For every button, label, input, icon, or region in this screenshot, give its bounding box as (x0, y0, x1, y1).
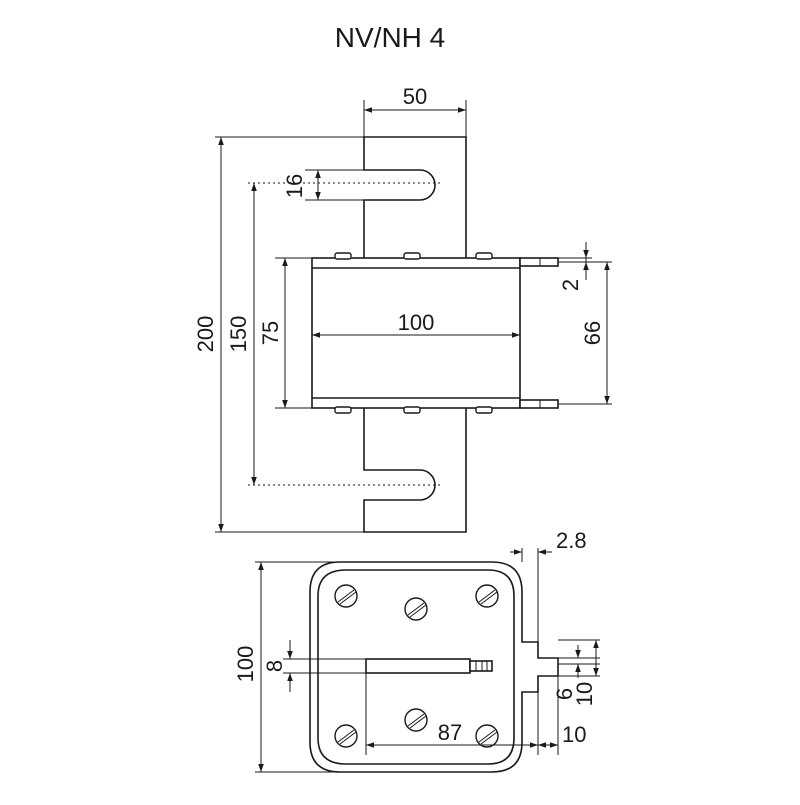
dim-bar-length: 87 (438, 720, 462, 745)
cap-inner (317, 569, 515, 765)
extension-lines (215, 100, 612, 533)
front-view: 50 16 200 150 75 100 2 66 (193, 84, 612, 533)
screw-bottom-3 (475, 406, 493, 414)
indicator-bar (365, 658, 471, 674)
screw-head-bc (404, 708, 428, 732)
dim-tag-thickness: 2.8 (556, 528, 587, 553)
indicator-tab-bottom (519, 399, 559, 409)
screw-bottom-1 (334, 406, 352, 414)
dim-tab-offset: 2 (558, 279, 583, 291)
dim-overall-height: 200 (193, 316, 218, 353)
top-view-extension-lines (255, 548, 600, 773)
page-title: NV/NH 4 (335, 22, 445, 53)
top-screws (334, 252, 493, 260)
indicator-tabs (519, 257, 559, 409)
screw-top-1 (334, 252, 352, 260)
dim-slot-pitch: 150 (226, 316, 251, 353)
bottom-screws (334, 406, 493, 414)
top-view: 2.8 100 8 87 10 6 10 (233, 528, 600, 773)
dim-tag-length: 10 (562, 722, 586, 747)
dim-side-height: 66 (580, 321, 605, 345)
indicator-tab-top (519, 257, 559, 267)
screw-head-tl (334, 584, 358, 608)
screw-top-3 (475, 252, 493, 260)
dim-top-width: 50 (403, 84, 427, 109)
screw-head-tr (475, 584, 499, 608)
screw-head-bl (334, 724, 358, 748)
dim-body-height: 75 (258, 321, 283, 345)
dim-tag-width: 10 (572, 682, 597, 706)
indicator-bar-end (469, 660, 493, 672)
screw-bottom-2 (403, 406, 421, 414)
screw-head-br (475, 724, 499, 748)
dim-bar-thickness: 8 (262, 660, 287, 672)
screw-head-tc (404, 597, 428, 621)
dim-slot-width: 16 (282, 174, 307, 198)
dim-tag-slot: 6 (552, 688, 577, 700)
screw-top-2 (403, 252, 421, 260)
dim-body-width: 100 (398, 310, 435, 335)
dim-bottom-height: 100 (233, 646, 258, 683)
